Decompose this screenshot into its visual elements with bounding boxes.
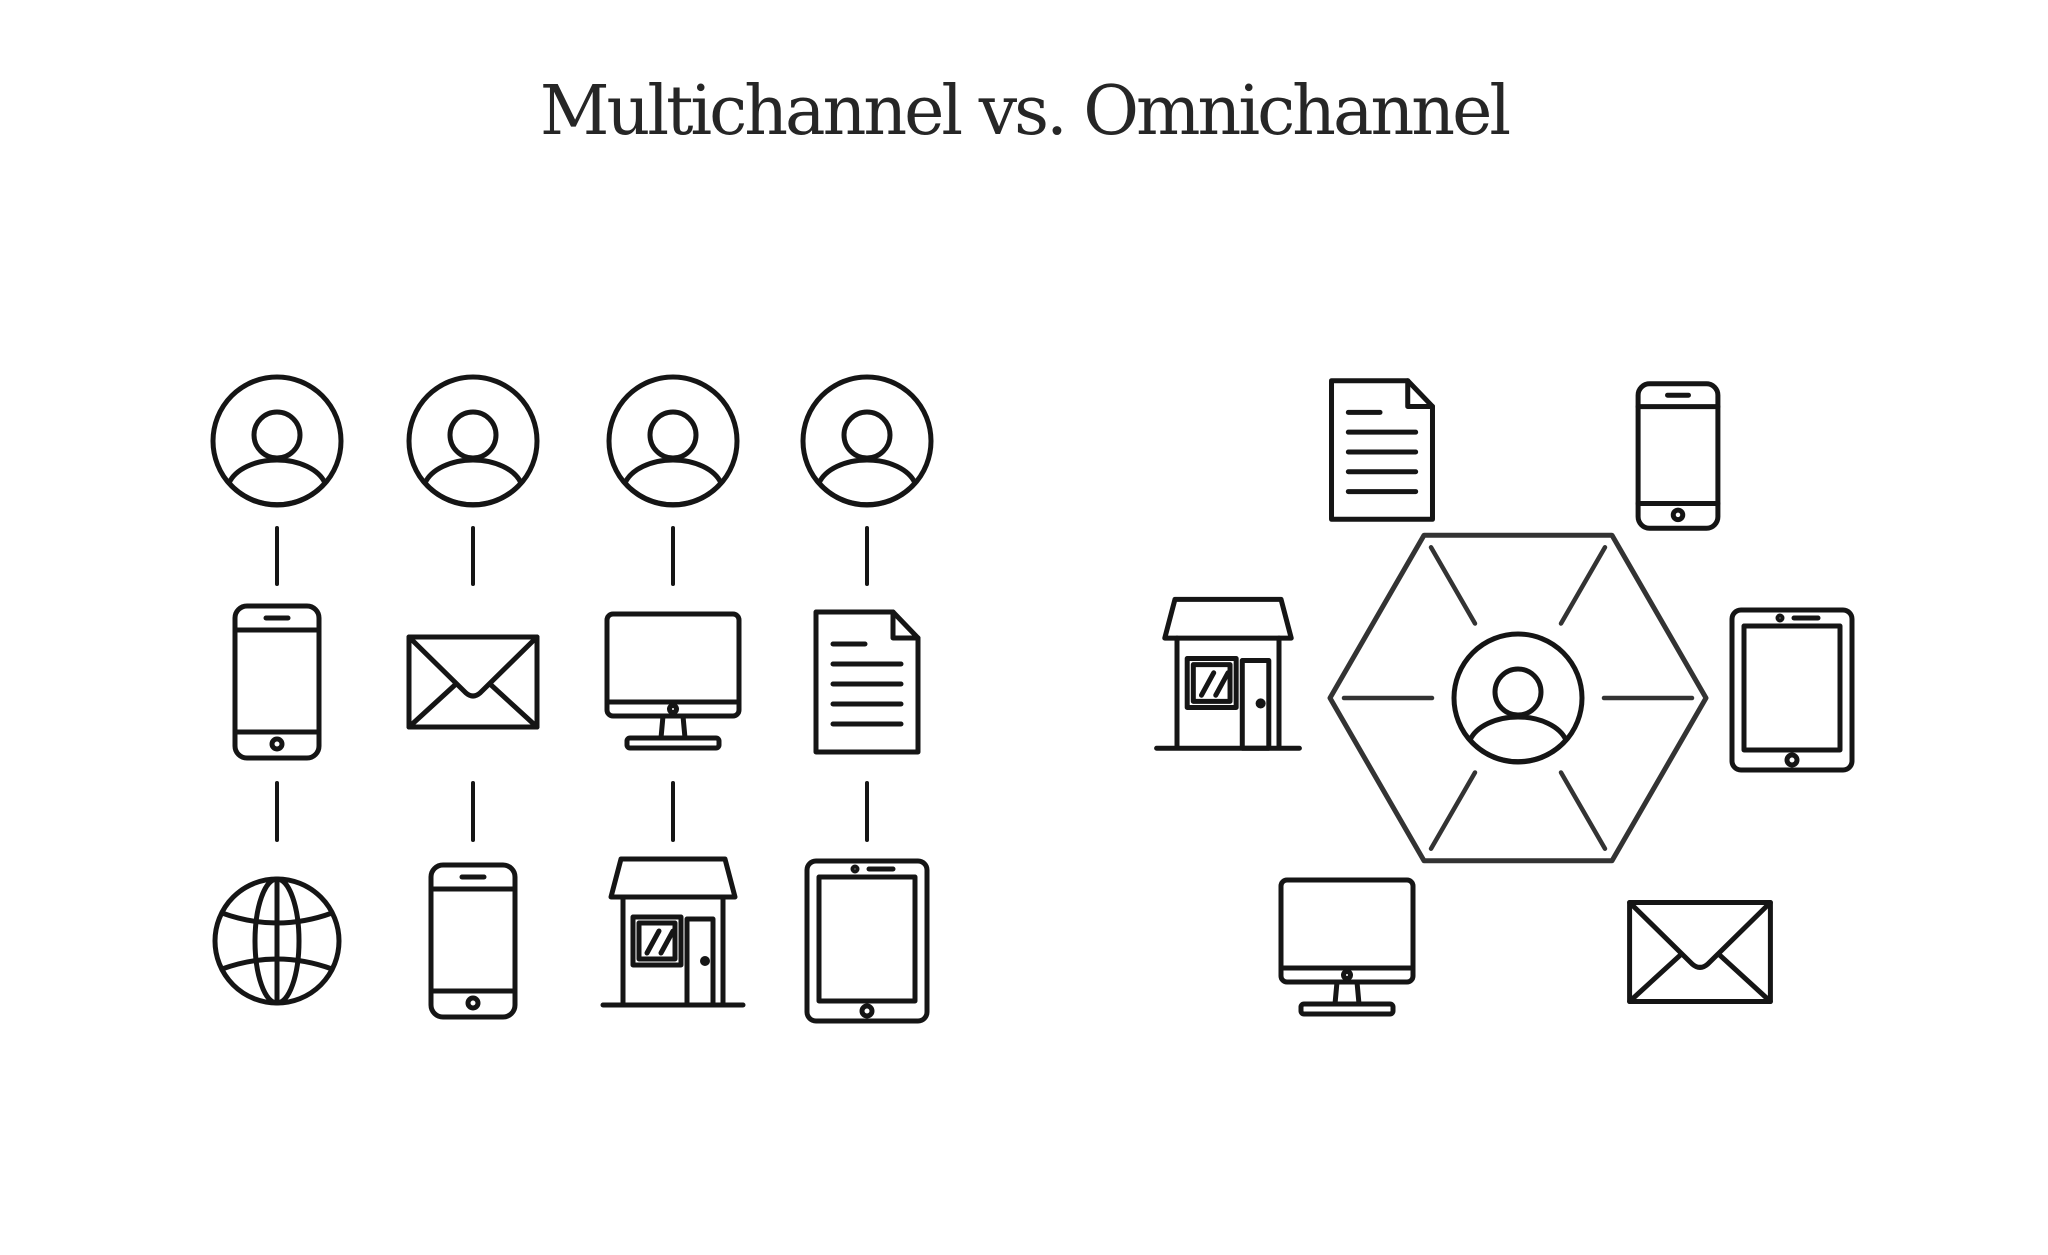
page-title: Multichannel vs. Omnichannel [539,72,1511,151]
smartphone-icon [232,603,322,761]
desktop-monitor-icon [1278,877,1416,1017]
storefront-icon [1154,596,1302,751]
multichannel-column [406,374,540,1020]
smartphone-icon [428,862,518,1020]
omnichannel-diagram [1154,378,1855,1017]
envelope-icon [406,634,540,730]
hexagon-outline [1327,532,1709,864]
document-icon [813,609,921,755]
smartphone-icon [1635,381,1721,531]
storefront-icon [600,856,746,1008]
user-icon [406,374,540,508]
tablet-icon [1729,607,1855,773]
user-icon [1451,631,1585,765]
envelope-icon [1627,900,1773,1004]
document-icon [1329,378,1435,522]
multichannel-column [800,374,934,1024]
user-icon [210,374,344,508]
tablet-icon [804,858,930,1024]
multichannel-diagram [210,374,934,1024]
multichannel-column [210,374,344,1006]
spoke-lines [1341,545,1695,851]
desktop-monitor-icon [604,611,742,751]
globe-icon [212,876,342,1006]
user-icon [800,374,934,508]
user-icon [606,374,740,508]
multichannel-column [600,374,746,1008]
